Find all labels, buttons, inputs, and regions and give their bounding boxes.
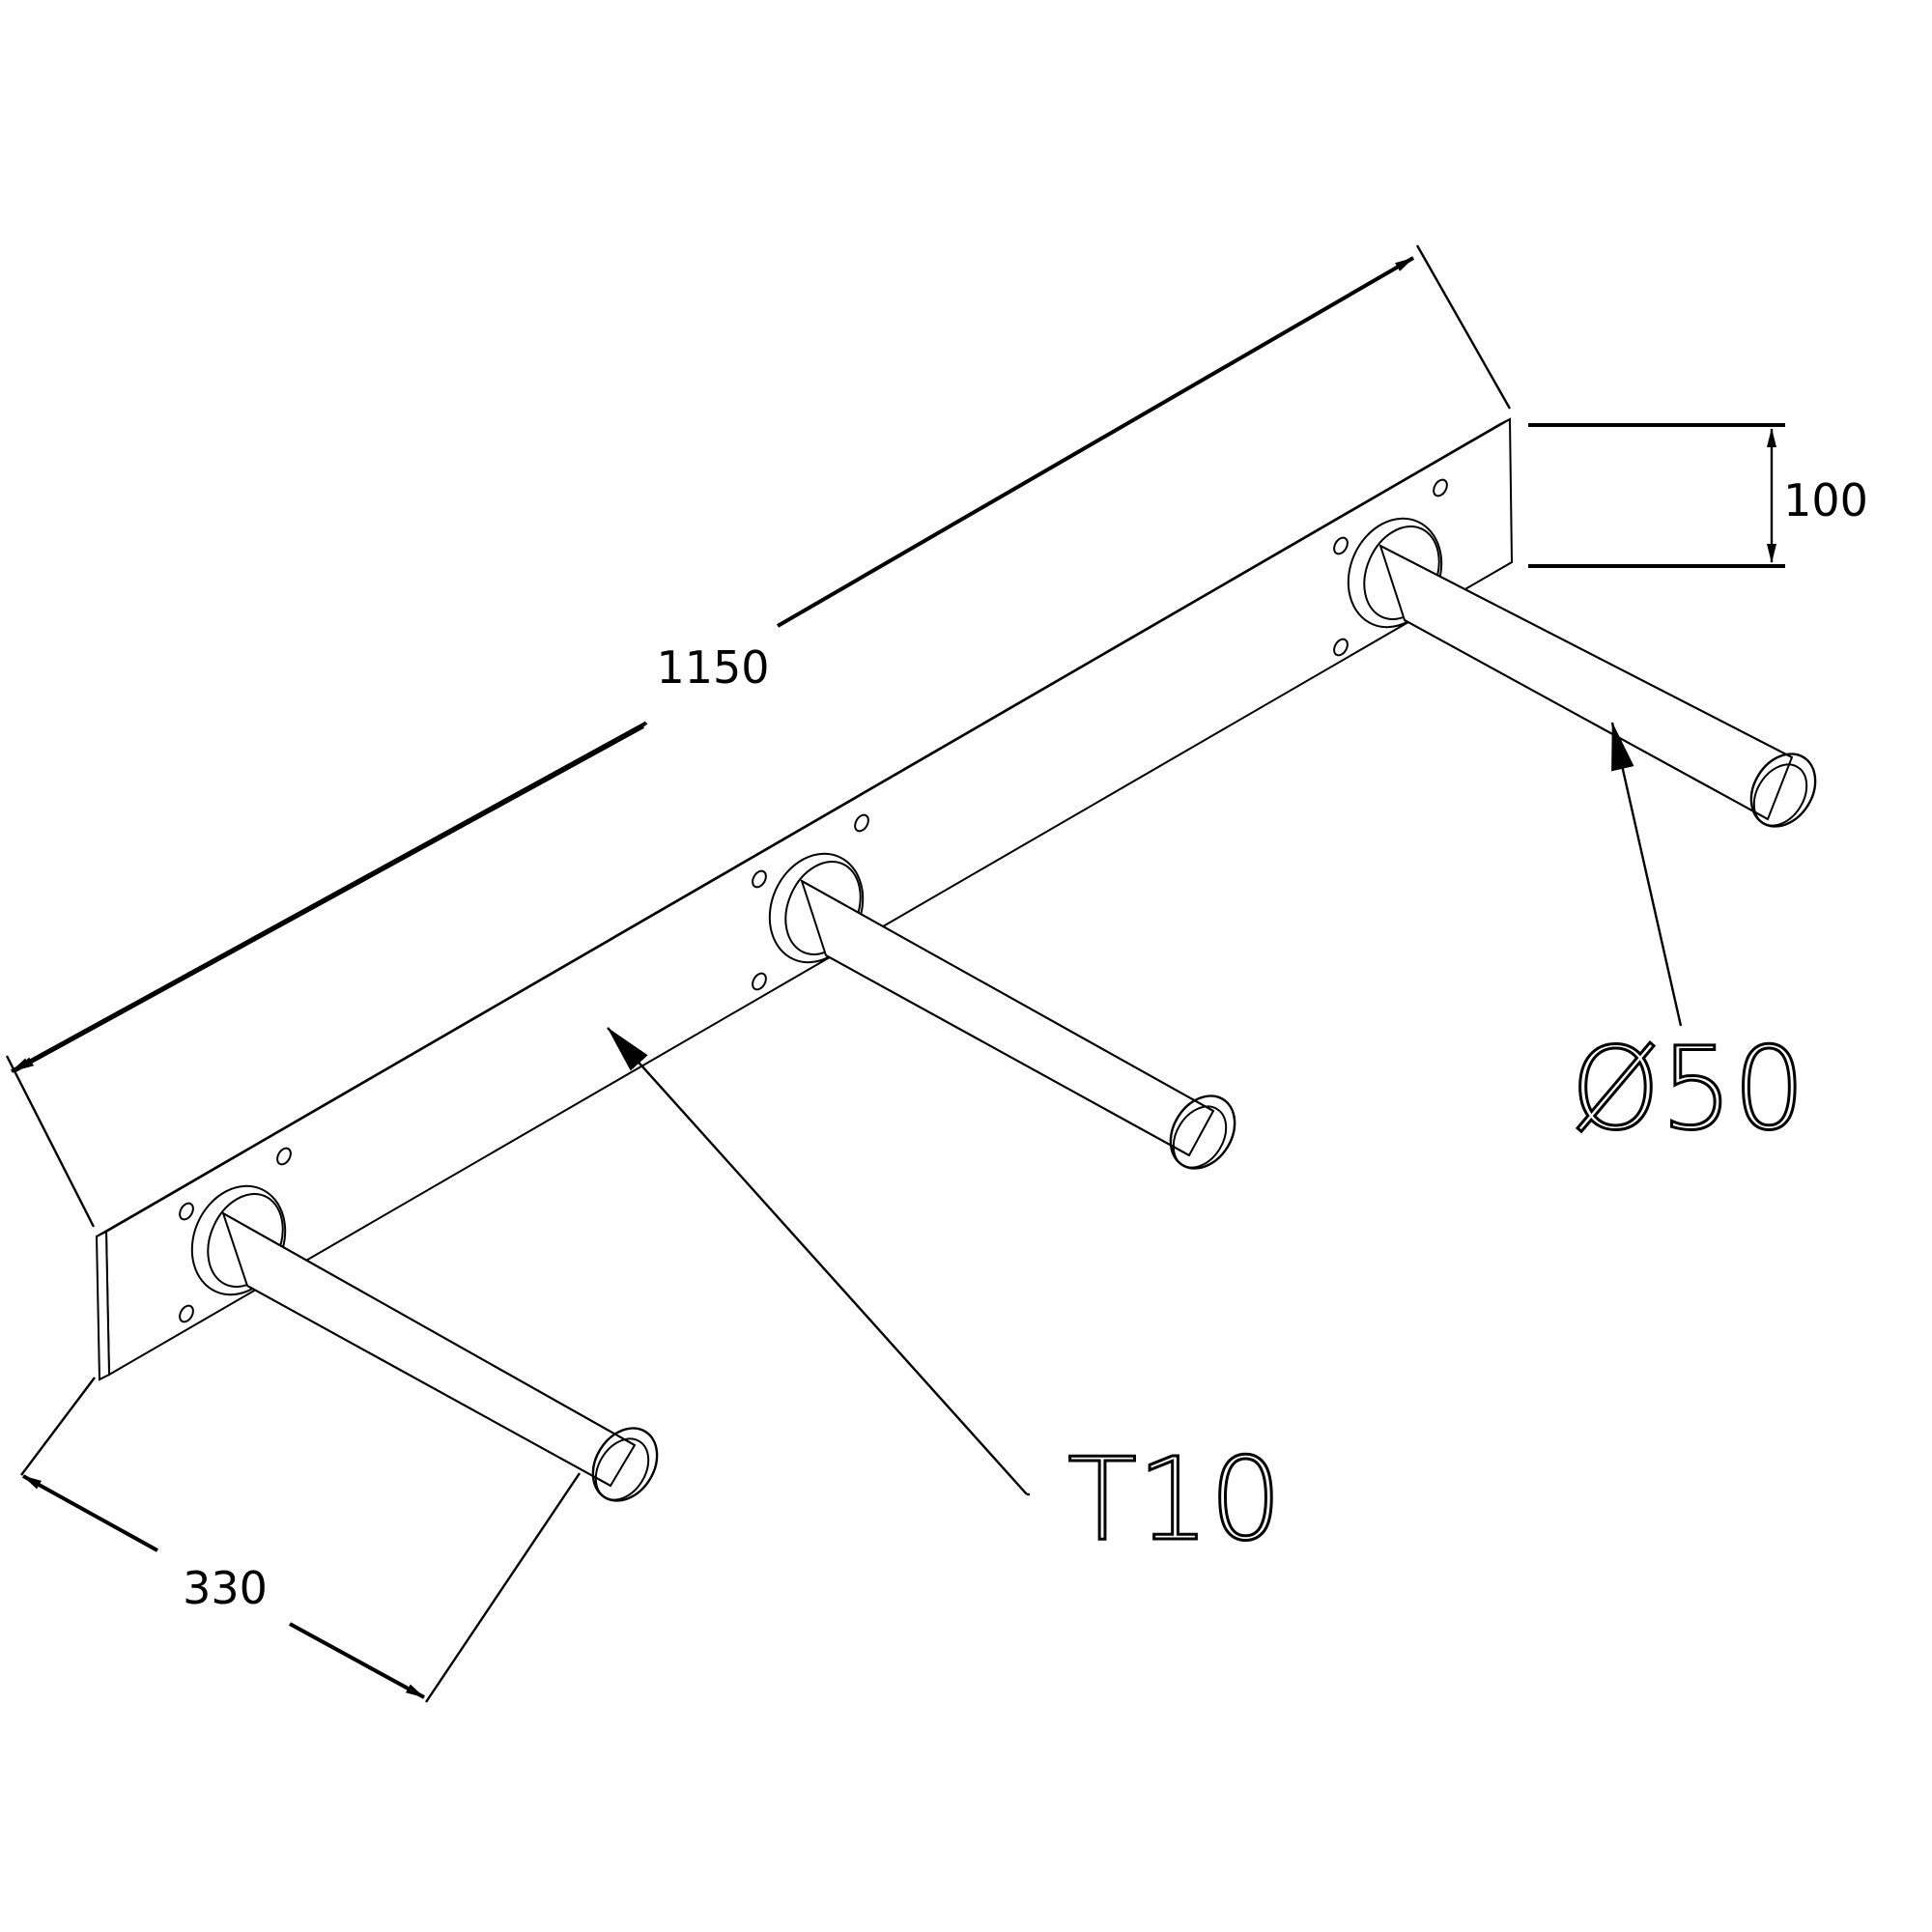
extension-line-plate	[20, 1377, 96, 1476]
tube-body	[1378, 544, 1794, 821]
arm-dimension-line-left	[22, 1474, 158, 1552]
tube-end-inner	[594, 1437, 650, 1501]
dimension-height: 100	[1528, 423, 1868, 568]
mounting-hole	[179, 1304, 194, 1323]
arm-1	[190, 1184, 659, 1502]
arm-dimension-label: 330	[183, 1562, 268, 1614]
diameter-label: Ø50	[1571, 1022, 1805, 1155]
mounting-hole	[854, 813, 869, 833]
tube-body	[221, 1210, 637, 1488]
thickness-label: T10	[1067, 1433, 1282, 1566]
diameter-callout: Ø50	[1570, 722, 1807, 1157]
tube-end-inner	[1752, 763, 1808, 827]
thickness-leader-line	[607, 1027, 1028, 1495]
extension-line-right	[1415, 244, 1512, 410]
mounting-plate	[95, 417, 1514, 1381]
arm-3	[1347, 517, 1817, 828]
mounting-hole	[752, 869, 767, 889]
dimension-line-left-b	[643, 721, 648, 725]
arm-dimension-line-right	[289, 1622, 425, 1699]
diameter-leader-line	[1610, 722, 1683, 1027]
mounting-hole	[1333, 638, 1349, 657]
mounting-hole	[1433, 478, 1448, 497]
length-dimension-label: 1150	[656, 641, 769, 694]
mounting-holes	[179, 478, 1448, 1323]
thickness-callout: T10	[607, 1027, 1284, 1568]
plate-end-face	[95, 1230, 111, 1381]
mounting-hole	[179, 1202, 194, 1221]
arm-2	[768, 852, 1236, 1170]
dimension-length: 1150	[5, 244, 1512, 1228]
mounting-hole	[1333, 536, 1349, 555]
dimension-arm-length: 330	[20, 1377, 581, 1703]
extension-line-left	[5, 1055, 96, 1228]
dimension-line-lower	[14, 724, 644, 1072]
dimension-line-right	[776, 256, 1415, 628]
mounting-hole	[752, 972, 767, 991]
tube-body	[800, 878, 1215, 1157]
tube-end-inner	[1172, 1105, 1228, 1169]
mounting-hole	[276, 1147, 292, 1166]
height-dimension-label: 100	[1783, 474, 1868, 526]
extension-line-tube	[425, 1472, 581, 1703]
